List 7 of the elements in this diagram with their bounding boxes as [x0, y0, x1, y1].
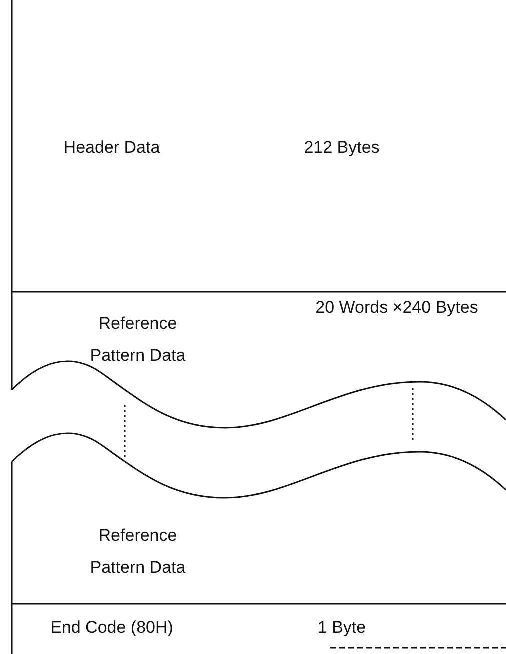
size-label: 20 Words ×240 Bytes: [314, 297, 480, 319]
size-label: 212 Bytes: [303, 137, 381, 159]
field-label: Reference Pattern Data: [89, 525, 187, 579]
size-label: 1 Byte: [316, 617, 368, 639]
field-label: Reference Pattern Data: [89, 313, 187, 367]
field-label: Header Data: [62, 137, 162, 159]
field-label: End Code (80H): [50, 617, 174, 639]
